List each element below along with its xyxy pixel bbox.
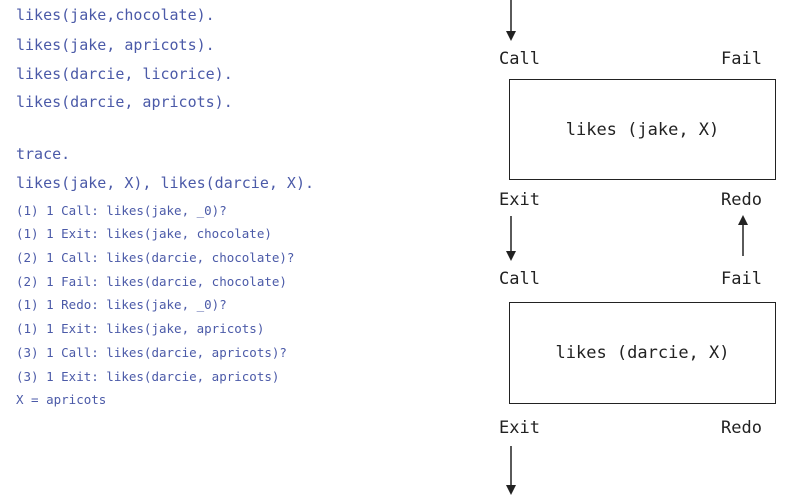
goal-box: likes (jake, X) (509, 79, 776, 180)
fact-line: likes(jake,chocolate). (16, 6, 215, 24)
port-fail-label: Fail (721, 269, 762, 289)
trace-output-line: (2) 1 Fail: likes(darcie, chocolate) (16, 274, 287, 289)
fact-line: likes(darcie, apricots). (16, 93, 233, 111)
fact-line: likes(darcie, licorice). (16, 65, 233, 83)
box-model-diagram: Call Fail likes (jake, X) Exit Redo Call… (490, 0, 790, 500)
goal-box: likes (darcie, X) (509, 302, 776, 404)
trace-output-line: (2) 1 Call: likes(darcie, chocolate)? (16, 250, 295, 265)
port-redo-label: Redo (721, 418, 762, 438)
trace-output-line: (3) 1 Exit: likes(darcie, apricots) (16, 369, 280, 384)
port-redo-label: Redo (721, 190, 762, 210)
goal-label: likes (darcie, X) (555, 343, 730, 363)
trace-output-line: (1) 1 Call: likes(jake, _0)? (16, 203, 227, 218)
port-exit-label: Exit (499, 418, 540, 438)
query-line: likes(jake, X), likes(darcie, X). (16, 174, 315, 192)
trace-output-line: (1) 1 Exit: likes(jake, apricots) (16, 321, 265, 336)
port-call-label: Call (499, 269, 540, 289)
arrows-layer (506, 0, 748, 495)
port-call-label: Call (499, 49, 540, 69)
trace-command: trace. (16, 145, 71, 163)
goal-label: likes (jake, X) (565, 119, 720, 140)
trace-output-line: (3) 1 Call: likes(darcie, apricots)? (16, 345, 287, 360)
fact-line: likes(jake, apricots). (16, 36, 215, 54)
port-exit-label: Exit (499, 190, 540, 210)
port-fail-label: Fail (721, 49, 762, 69)
trace-output-line: (1) 1 Redo: likes(jake, _0)? (16, 297, 227, 312)
trace-output-line: X = apricots (16, 392, 107, 407)
trace-output-line: (1) 1 Exit: likes(jake, chocolate) (16, 226, 272, 241)
